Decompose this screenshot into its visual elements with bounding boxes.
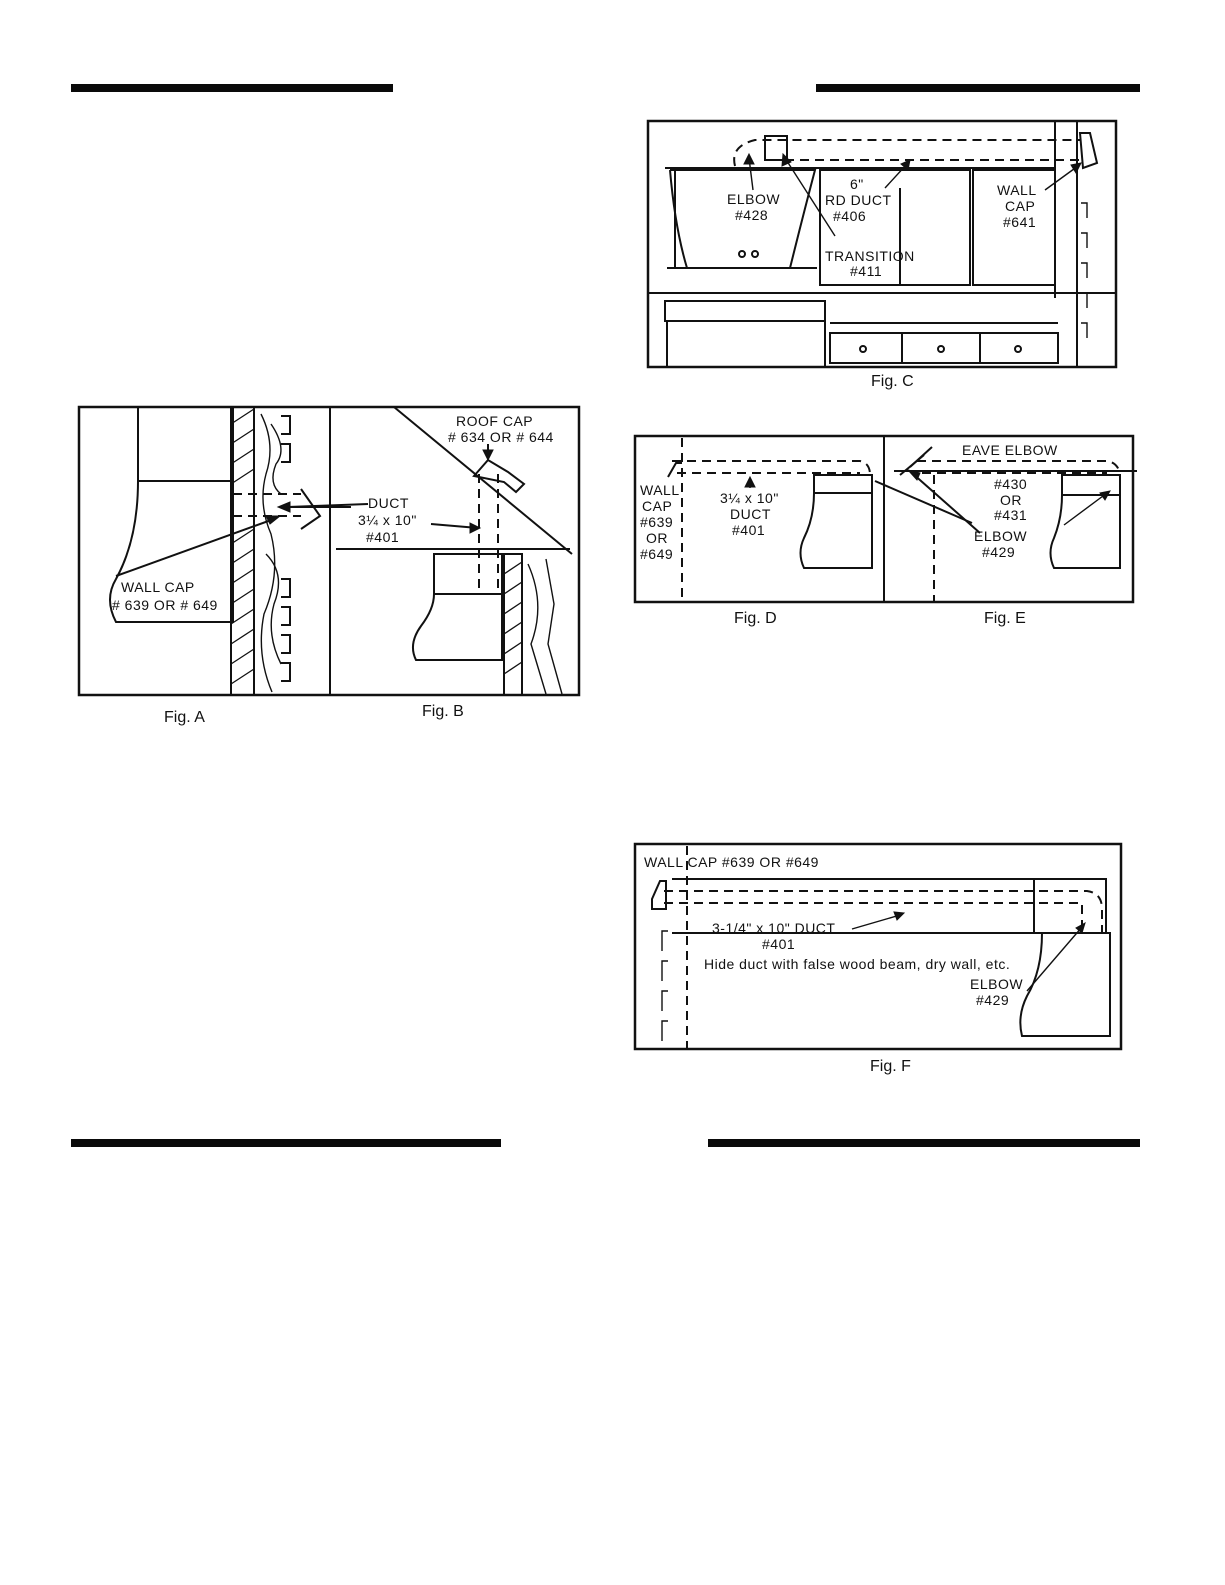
- fig-c-wall-cap-label-1: WALL: [997, 182, 1037, 198]
- fig-b-duct-label-1: DUCT: [368, 495, 409, 511]
- fig-c-elbow-label-2: #428: [735, 207, 768, 223]
- fig-e-eave-label-3: #431: [994, 507, 1027, 523]
- fig-d-duct-label-2: DUCT: [730, 506, 771, 522]
- figure-d-e: WALL CAP #639 OR #649 3¼ x 10" DUCT #401…: [632, 433, 1137, 633]
- fig-a-wall-cap-label-1: WALL CAP: [121, 579, 195, 595]
- fig-e-eave-elbow-label: EAVE ELBOW: [962, 442, 1058, 458]
- fig-d-wall-cap-label-4: OR: [646, 530, 668, 546]
- fig-a-caption: Fig. A: [164, 709, 205, 726]
- header-rule-top-left: [71, 84, 393, 92]
- fig-d-wall-cap-label-2: CAP: [642, 498, 672, 514]
- figure-c: ELBOW #428 6" RD DUCT #406 TRANSITION #4…: [645, 118, 1125, 398]
- fig-b-roof-cap-label-2: # 634 OR # 644: [448, 429, 554, 445]
- fig-c-transition-label-2: #411: [850, 263, 882, 279]
- figure-a-b: WALL CAP # 639 OR # 649 ROOF C: [76, 404, 586, 734]
- fig-d-duct-label-3: #401: [732, 522, 765, 538]
- fig-d-wall-cap-label-1: WALL: [640, 482, 680, 498]
- fig-d-wall-cap-label-5: #649: [640, 546, 673, 562]
- fig-d-caption: Fig. D: [734, 610, 777, 627]
- figure-f: WALL CAP #639 OR #649 3-1/4" x 10" DUCT …: [632, 841, 1132, 1081]
- fig-c-duct-label-3: #406: [833, 208, 866, 224]
- fig-c-elbow-label-1: ELBOW: [727, 191, 780, 207]
- header-rule-top-right: [816, 84, 1140, 92]
- fig-d-duct-label-1: 3¼ x 10": [720, 490, 779, 506]
- fig-a-drawing: [109, 406, 351, 696]
- fig-f-wall-cap-label: WALL CAP #639 OR #649: [644, 854, 819, 870]
- fig-f-note: Hide duct with false wood beam, dry wall…: [704, 956, 1010, 972]
- fig-e-caption: Fig. E: [984, 610, 1026, 627]
- fig-e-eave-label-1: #430: [994, 476, 1027, 492]
- fig-b-caption: Fig. B: [422, 703, 464, 720]
- fig-c-wall-cap-label-3: #641: [1003, 214, 1036, 230]
- fig-d-wall-cap-label-3: #639: [640, 514, 673, 530]
- fig-f-duct-label-2: #401: [762, 936, 795, 952]
- fig-b-duct-label-2: 3¼ x 10": [358, 512, 417, 528]
- fig-e-elbow-label-2: #429: [982, 544, 1015, 560]
- fig-c-wall-cap-label-2: CAP: [1005, 198, 1035, 214]
- header-rule-bottom-left: [71, 1139, 501, 1147]
- fig-b-duct-label-3: #401: [366, 529, 399, 545]
- fig-f-caption: Fig. F: [870, 1058, 911, 1075]
- fig-b-roof-cap-label-1: ROOF CAP: [456, 413, 533, 429]
- fig-c-duct-label-1: 6": [850, 176, 864, 192]
- fig-c-caption: Fig. C: [871, 373, 914, 390]
- fig-b-drawing: [287, 406, 573, 696]
- fig-c-duct-label-2: RD DUCT: [825, 192, 892, 208]
- fig-f-elbow-label-1: ELBOW: [970, 976, 1023, 992]
- fig-f-elbow-label-2: #429: [976, 992, 1009, 1008]
- fig-c-transition-label-1: TRANSITION: [825, 248, 915, 264]
- header-rule-bottom-right: [708, 1139, 1140, 1147]
- fig-e-elbow-label-1: ELBOW: [974, 528, 1027, 544]
- fig-f-duct-label-1: 3-1/4" x 10" DUCT: [712, 920, 835, 936]
- fig-a-wall-cap-label-2: # 639 OR # 649: [112, 597, 218, 613]
- fig-e-eave-label-2: OR: [1000, 492, 1022, 508]
